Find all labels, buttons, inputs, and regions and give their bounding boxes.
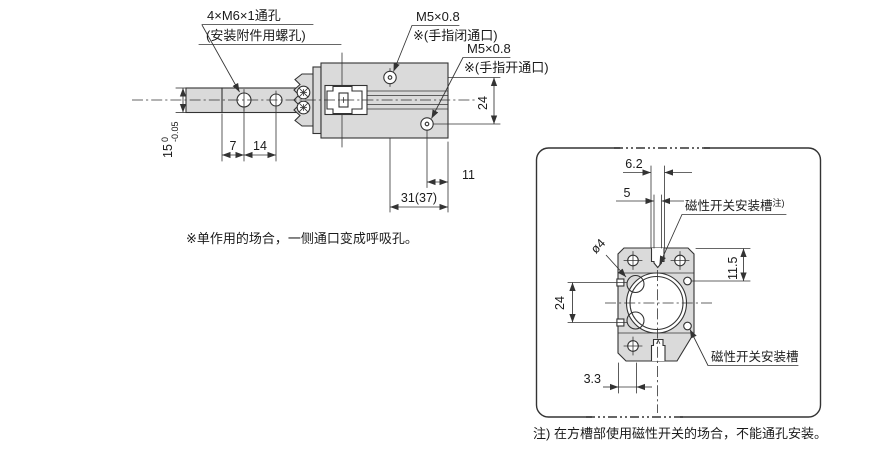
piston-assembly (324, 84, 449, 116)
dim-hole-offset-7: 7 14 (221, 106, 277, 162)
dim-15-tol-upper: 0 (160, 137, 170, 142)
phi4-hole-bottom (626, 311, 645, 330)
dim-11-value: 11 (462, 168, 475, 182)
port-open (420, 117, 434, 131)
dim-groove-inner-5: 5 (616, 186, 684, 249)
slot-bottom (650, 338, 666, 361)
leader-slot-side (689, 329, 709, 366)
port-open-label-line2: ※(手指开通口) (464, 60, 549, 75)
dim-62-value: 6.2 (625, 157, 642, 171)
leader-port-open (431, 57, 464, 119)
dim-15-tol-lower: -0.05 (170, 121, 180, 142)
label-slot-top: 磁性开关安装槽注) (659, 197, 787, 265)
phi4-hole-top (626, 274, 645, 294)
port-close-label-line1: M5×0.8 (416, 9, 460, 24)
label-port-close: M5×0.8 ※(手指闭通口) (393, 9, 498, 72)
dim-33-value: 3.3 (584, 372, 601, 386)
leader-port-close (393, 25, 413, 72)
port-close-label-line2: ※(手指闭通口) (413, 28, 498, 43)
dim-24-value: 24 (476, 96, 490, 110)
face-hole-top-left (623, 251, 643, 270)
dim-5-value: 5 (624, 186, 631, 200)
face-hole-bottom-left (623, 336, 643, 356)
left-view-note: ※单作用的场合，一侧通口变成呼吸孔。 (186, 231, 418, 246)
dim-31-value: 31(37) (401, 191, 437, 205)
dim-side-groove-pitch-24: 24 (553, 282, 628, 323)
dim-7-value: 7 (230, 139, 237, 153)
mount-holes-label-line1: 4×M6×1通孔 (207, 8, 281, 23)
dim-groove-depth-115: 11.5 (690, 248, 751, 282)
port-open-label-line1: M5×0.8 (467, 41, 511, 56)
phantom-boundary (535, 142, 822, 423)
phillips-screw-top (296, 85, 311, 100)
leader-slot-top (659, 214, 683, 265)
dim-24-right-value: 24 (553, 296, 567, 310)
right-view: 6.2 5 11.5 24 (533, 142, 827, 441)
dim-body-length-31: 31(37) (389, 137, 448, 213)
dim-14-value: 14 (253, 139, 267, 153)
face-hole-top-right (670, 251, 690, 270)
dim-port-pitch-24: 24 (432, 77, 501, 125)
label-port-open: M5×0.8 ※(手指开通口) (431, 41, 549, 119)
dim-groove-outer-62: 6.2 (623, 157, 692, 249)
round-groove-bottom (683, 321, 692, 331)
port-close (383, 68, 397, 87)
slot-top-label-text: 磁性开关安装槽注) (685, 197, 785, 213)
left-view: 4×M6×1通孔 (安装附件用螺孔) M5×0.8 ※(手指闭通口) M5×0.… (132, 8, 549, 246)
phi4-label-text: ø4 (588, 236, 608, 256)
right-view-note: 注) 在方槽部使用磁性开关的场合，不能通孔安装。 (533, 426, 827, 441)
label-mount-holes: 4×M6×1通孔 (安装附件用螺孔) (198, 8, 342, 93)
finger-attachment (293, 73, 315, 127)
leader-phi4 (605, 254, 627, 278)
dim-hole-edge-offset-33: 3.3 (584, 362, 652, 394)
round-groove-top (683, 276, 692, 286)
leader-mount-holes (201, 24, 240, 93)
dim-finger-width-15: 15 0 -0.05 (160, 87, 187, 158)
label-slot-side: 磁性开关安装槽 (689, 329, 799, 366)
dim-115-value: 11.5 (726, 257, 740, 280)
dim-port-to-edge-11: 11 (426, 129, 475, 213)
dim-15-value: 15 (161, 144, 175, 158)
mount-holes-label-line2: (安装附件用螺孔) (206, 28, 306, 43)
phillips-screw-bottom (296, 100, 311, 115)
slot-side-label-text: 磁性开关安装槽 (711, 349, 799, 364)
